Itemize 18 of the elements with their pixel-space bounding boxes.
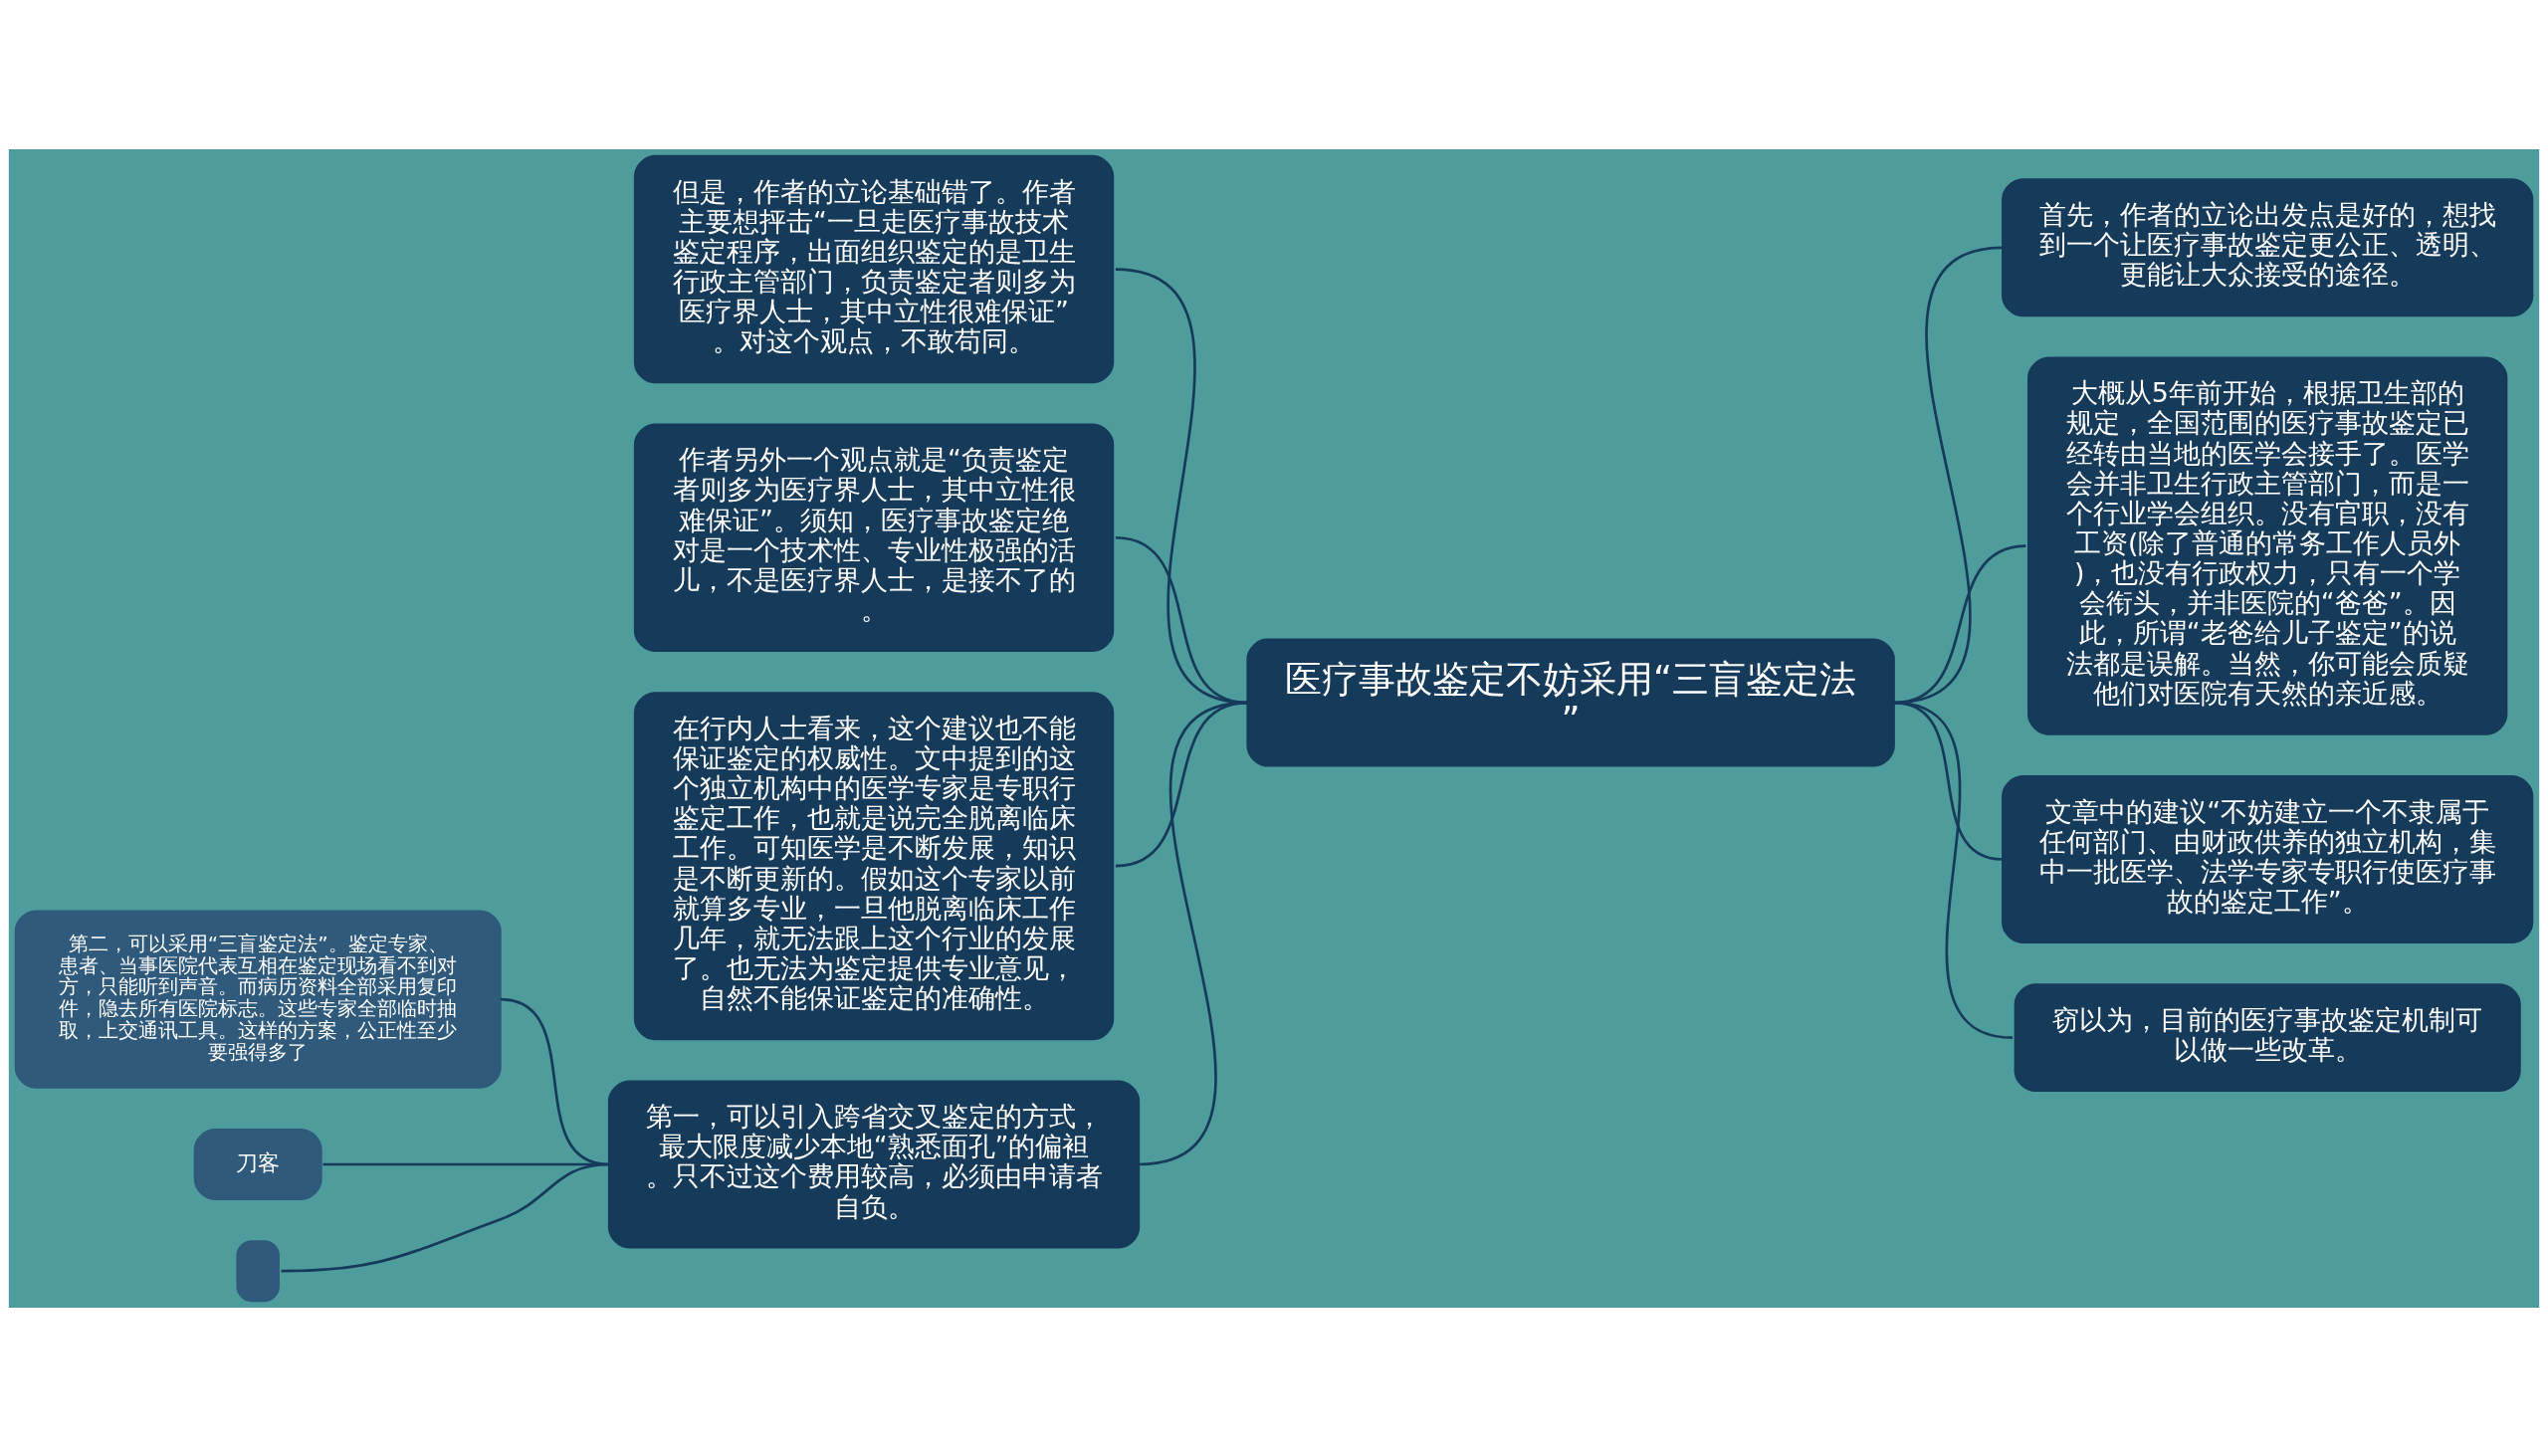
node-box bbox=[236, 1239, 280, 1302]
connector bbox=[1893, 701, 2014, 1039]
connector bbox=[500, 997, 609, 1165]
node-box: 文章中的建议“不妨建立一个不隶属于任何部门、由财政供养的独立机构，集中一批医学、法学专家专职行使医疗事故的鉴定工作”。 bbox=[2002, 774, 2534, 943]
connector bbox=[281, 1162, 609, 1272]
node-box: 首先，作者的立论出发点是好的，想找到一个让医疗事故鉴定更公正、透明、更能让大众接受的途径。 bbox=[2002, 177, 2534, 316]
node-box: 医疗事故鉴定不妨采用“三盲鉴定法” bbox=[1246, 638, 1895, 766]
node-box: 作者另外一个观点就是“负责鉴定者则多为医疗界人士，其中立性很难保证”。须知，医疗事故鉴定绝对是一个技术性、专业性极强的活儿，不是医疗界人士，是接不了的。 bbox=[633, 423, 1115, 652]
node-box: 刀客 bbox=[193, 1128, 322, 1200]
connector bbox=[1139, 701, 1248, 1165]
node-box: 但是，作者的立论基础错了。作者主要想抨击“一旦走医疗事故技术鉴定程序，出面组织鉴定的是卫生行政主管部门，负责鉴定者则多为医疗界人士，其中立性很难保证”。对这个观点，不敢苟同。 bbox=[633, 154, 1115, 383]
node-box: 第一，可以引入跨省交叉鉴定的方式，最大限度减少本地“熟悉面孔”的偏袒。只不过这个费用较高，必须由申请者自负。 bbox=[607, 1079, 1141, 1249]
node-box: 第二，可以采用“三盲鉴定法”。鉴定专家、患者、当事医院代表互相在鉴定现场看不到对方，只能听到声音。而病历资料全部采用复印件，隐去所有医院标志。这些专家全部临时抽取，上交通讯工具。这样的方案，公正性至少要强得多了 bbox=[14, 910, 502, 1089]
connector bbox=[1893, 701, 2004, 861]
node-box: 大概从5年前开始，根据卫生部的规定，全国范围的医疗事故鉴定已经转由当地的医学会接手了。医学会并非卫生行政主管部门，而是一个行业学会组织。没有官职，没有工资(除了普通的常务工作人员外)，也没有行政权力，只有一个学会衔头，并非医院的“爸爸”。因此，所谓“老爸给儿子鉴定”的说法都是误解。当然，你可能会质疑他们对医院有天然的亲近感。 bbox=[2027, 356, 2508, 735]
connector bbox=[1115, 701, 1248, 867]
node-box: 窃以为，目前的医疗事故鉴定机制可以做一些改革。 bbox=[2014, 982, 2521, 1092]
node-box: 在行内人士看来，这个建议也不能保证鉴定的权威性。文中提到的这个独立机构中的医学专家是专职行鉴定工作，也就是说完全脱离临床工作。可知医学是不断发展，知识是不断更新的。假如这个专家以前就算多专业，一旦他脱离临床工作几年，就无法跟上这个行业的发展了。也无法为鉴定提供专业意见，自然不能保证鉴定的准确性。 bbox=[633, 691, 1115, 1040]
